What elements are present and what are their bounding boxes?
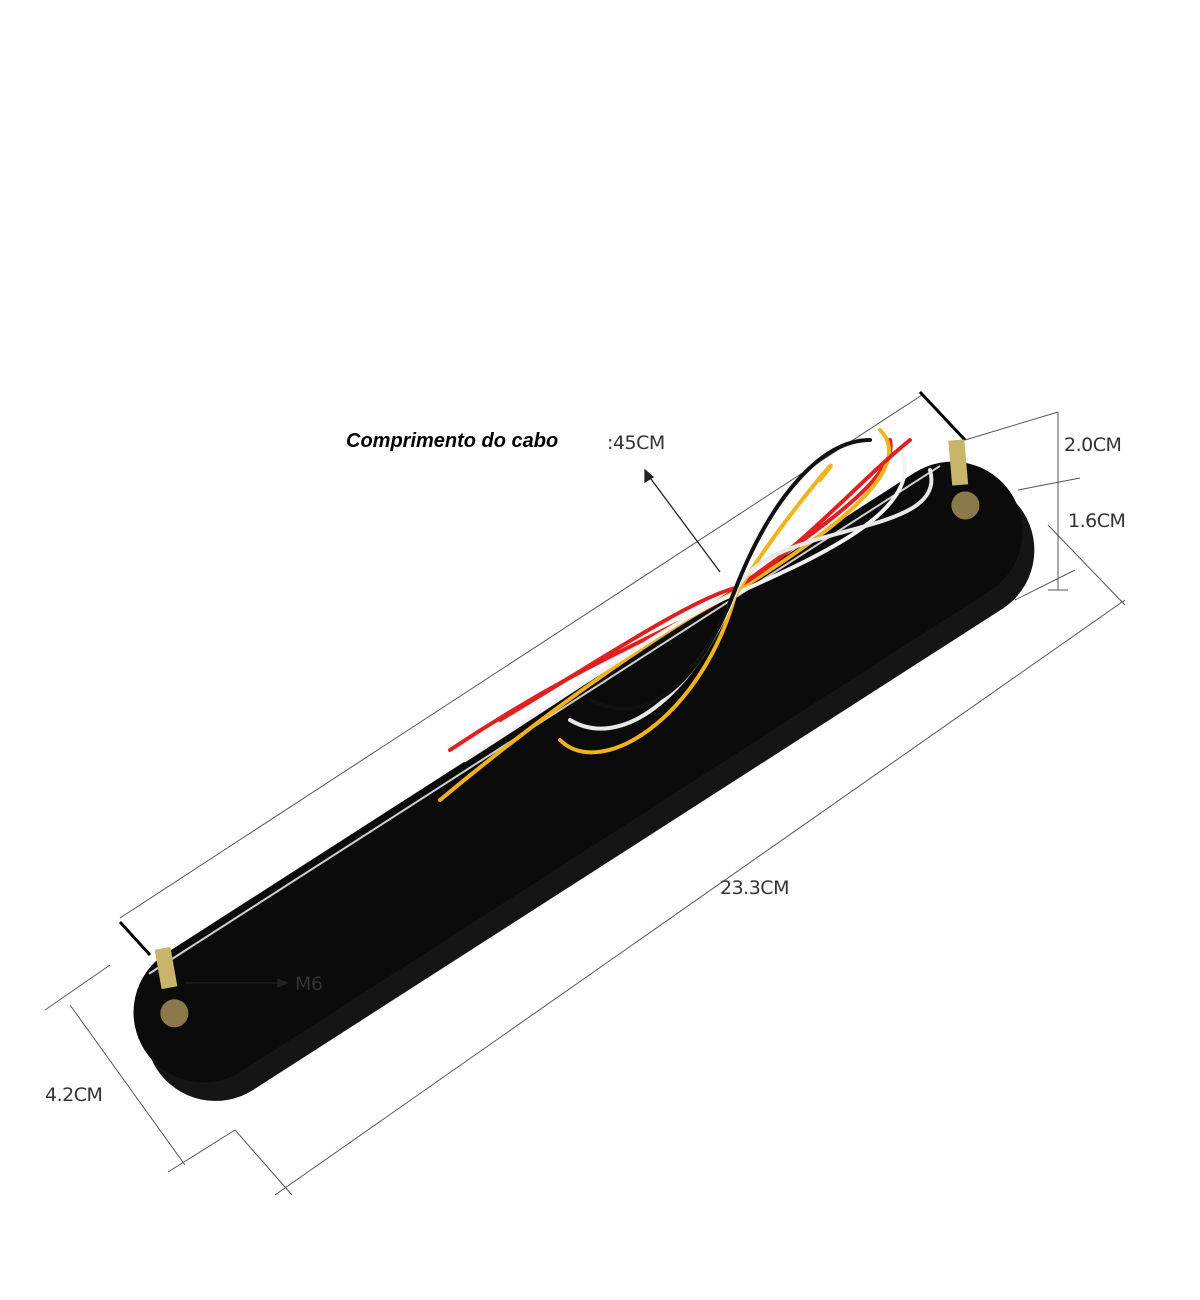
height-body-label: 1.6CM: [1068, 510, 1126, 532]
left-bolt: [154, 946, 178, 990]
cable-length-end-tick: [918, 390, 967, 442]
lamp-body-top: [133, 461, 1023, 1083]
length-extension-line: [1047, 524, 1126, 606]
thread-label: M6: [295, 973, 323, 995]
right-bolt-nut: [951, 491, 980, 520]
black-wire: [588, 438, 872, 711]
width-dimension-tick: [44, 964, 111, 1011]
length-extension-line: [234, 1129, 293, 1196]
cable-length-line: [119, 394, 923, 919]
lamp-body: [133, 461, 1035, 1101]
dimension-lines: [44, 394, 1126, 1196]
height-extension-line: [1014, 569, 1076, 601]
width-dimension-tick: [167, 1129, 236, 1173]
wire-bundle: [438, 428, 934, 802]
height-total-label: 2.0CM: [1064, 434, 1122, 456]
left-bolt-nut: [160, 999, 189, 1028]
length-label: 23.3CM: [720, 877, 789, 899]
thread-arrow-head-icon: [277, 977, 289, 989]
cable-arrow-line: [647, 474, 721, 573]
cable-length-end-tick: [118, 920, 152, 957]
height-extension-line: [1017, 477, 1081, 491]
width-dimension-line: [69, 1004, 186, 1166]
cable-arrow-head-icon: [644, 468, 655, 484]
height-extension-line: [964, 411, 1059, 441]
cable-length-label: Comprimento do cabo: [346, 430, 559, 452]
width-label: 4.2CM: [45, 1084, 103, 1106]
cable-length-value: :45CM: [607, 432, 665, 454]
length-dimension-line: [274, 599, 1126, 1196]
right-bolt: [948, 439, 969, 486]
annotation-arrows: [185, 468, 721, 989]
